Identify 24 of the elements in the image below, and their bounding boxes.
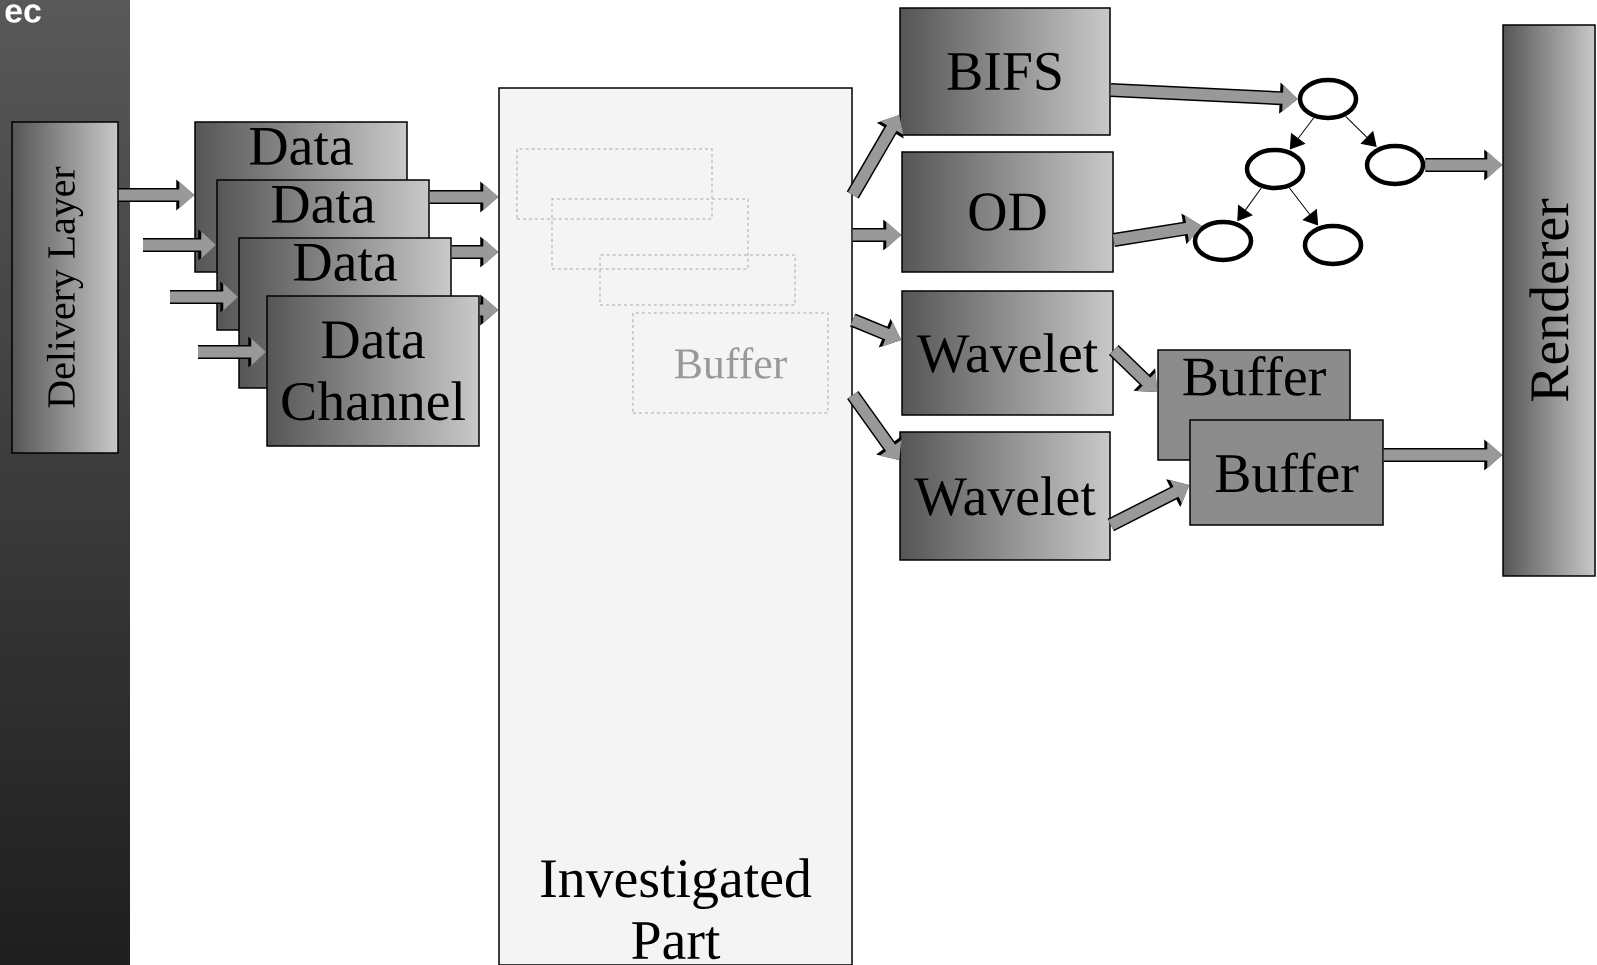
tree-arrow (1237, 187, 1262, 221)
tree-arrow (1288, 187, 1319, 226)
tree-node-circle (1302, 223, 1364, 267)
process-box: OD (901, 151, 1114, 273)
heading-text: ec (5, 4, 41, 23)
buffer-card: Buffer (1189, 419, 1384, 526)
faded-card (599, 254, 796, 306)
block-arrow (1108, 344, 1158, 392)
tree-arrow (1345, 115, 1377, 147)
block-arrow (847, 390, 902, 460)
faded-card (516, 148, 713, 220)
layer-box: Delivery Layer (11, 121, 119, 454)
process-box: BIFS (899, 7, 1111, 136)
process-box: Wavelet (901, 290, 1114, 416)
tree-node-circle (1297, 77, 1359, 121)
tree-node-circle (1192, 219, 1254, 263)
process-box: Wavelet (899, 431, 1111, 561)
tree-node-circle (1364, 143, 1426, 187)
faded-card: Buffer (632, 312, 829, 414)
tree-node-circle (1244, 147, 1306, 191)
renderer-box: Renderer (1502, 24, 1596, 577)
faded-card (551, 198, 749, 270)
tree-arrow (1289, 117, 1315, 150)
channel-card: Data Channel (266, 295, 480, 447)
